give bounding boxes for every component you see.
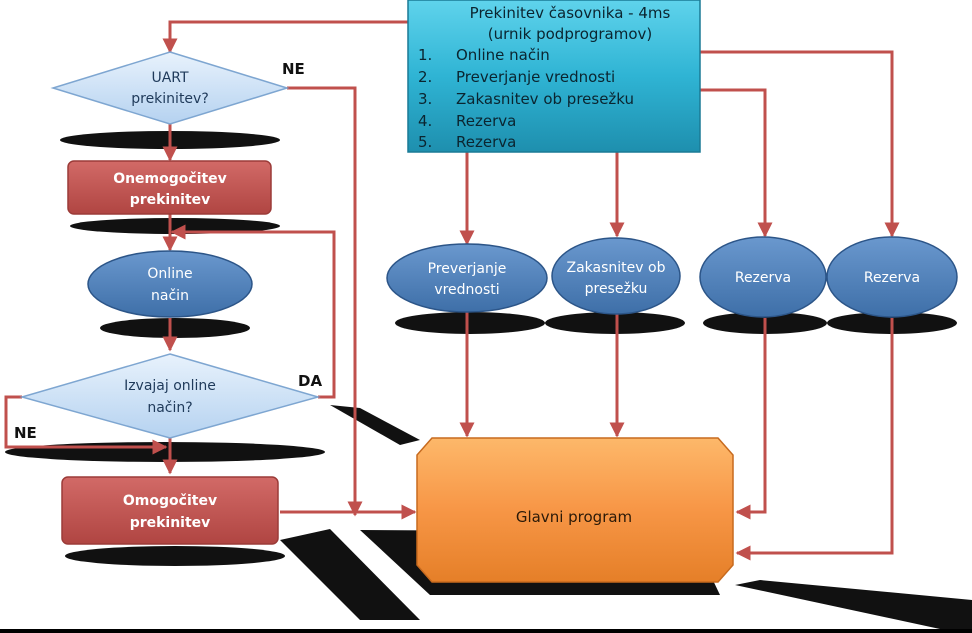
run-online-no-label: NE — [14, 424, 37, 442]
timer-title: Prekinitev časovnika - 4ms — [470, 4, 671, 22]
enable-interrupts-line2: prekinitev — [130, 515, 211, 531]
run-online-line1: Izvajaj online — [124, 378, 216, 394]
timer-item-number: 4. — [418, 112, 432, 130]
timer-item-number: 2. — [418, 68, 432, 86]
check-values-line1: Preverjanje — [428, 261, 507, 277]
timer-item-label: Online način — [456, 46, 550, 64]
online-mode-ellipse: Online način — [87, 250, 253, 318]
overflow-delay-line2: presežku — [585, 281, 648, 297]
enable-interrupts-line1: Omogočitev — [123, 493, 217, 509]
disable-interrupts-line2: prekinitev — [130, 192, 211, 208]
uart-decision-line1: UART — [151, 70, 189, 86]
reserve-2-ellipse: Rezerva — [826, 236, 958, 318]
check-values-line2: vrednosti — [434, 282, 499, 298]
overflow-delay-ellipse: Zakasnitev ob presežku — [551, 237, 681, 315]
run-online-line2: način? — [147, 400, 192, 416]
uart-decision-line2: prekinitev? — [131, 91, 209, 107]
main-program-box: Glavni program — [416, 437, 734, 583]
reserve-2-label: Rezerva — [864, 270, 920, 286]
run-online-yes-label: DA — [298, 372, 322, 390]
check-values-ellipse: Preverjanje vrednosti — [386, 243, 548, 313]
disable-interrupts-box: Onemogočitev prekinitev — [67, 160, 272, 215]
timer-item-number: 5. — [418, 133, 432, 151]
timer-item-label: Rezerva — [456, 133, 516, 151]
timer-item-label: Zakasnitev ob presežku — [456, 90, 634, 108]
timer-item-number: 1. — [418, 46, 432, 64]
timer-item-label: Preverjanje vrednosti — [456, 68, 615, 86]
overflow-delay-line1: Zakasnitev ob — [567, 260, 666, 276]
uart-no-label: NE — [282, 60, 305, 78]
timer-interrupt-box: Prekinitev časovnika - 4ms (urnik podpro… — [407, 0, 701, 153]
reserve-1-label: Rezerva — [735, 270, 791, 286]
enable-interrupts-box: Omogočitev prekinitev — [61, 476, 279, 545]
timer-item-label: Rezerva — [456, 112, 516, 130]
disable-interrupts-line1: Onemogočitev — [113, 171, 227, 187]
timer-item-number: 3. — [418, 90, 432, 108]
online-mode-line1: Online — [147, 266, 192, 282]
online-mode-line2: način — [151, 288, 189, 304]
main-program-label: Glavni program — [516, 508, 632, 526]
uart-decision: UART prekinitev? — [50, 51, 290, 125]
timer-subtitle: (urnik podprogramov) — [488, 25, 653, 43]
connectors — [4, 20, 900, 561]
run-online-decision: Izvajaj online način? — [19, 353, 321, 439]
reserve-1-ellipse: Rezerva — [699, 236, 827, 318]
